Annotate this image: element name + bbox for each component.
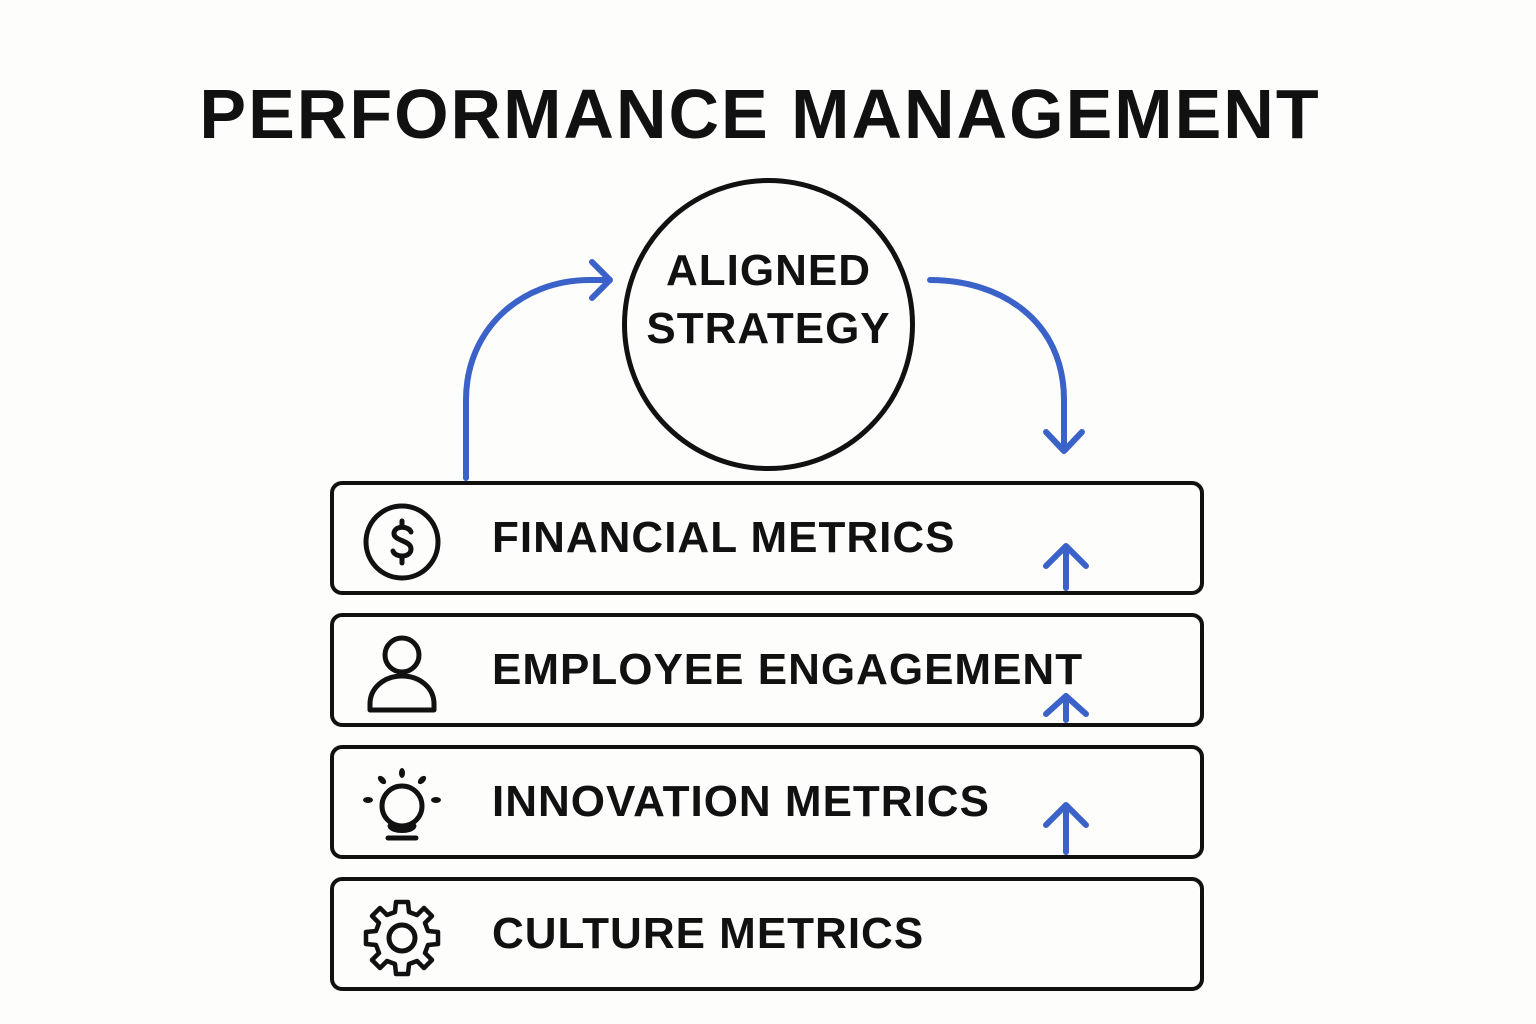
aligned-strategy-node: ALIGNED STRATEGY	[622, 178, 915, 471]
metric-label: FINANCIAL METRICS	[492, 513, 956, 562]
metric-box-financial: FINANCIAL METRICS	[330, 481, 1204, 595]
arrow-head-right-icon	[589, 259, 613, 301]
metric-box-culture: CULTURE METRICS	[330, 877, 1204, 991]
arrow-head-down-icon	[1043, 429, 1085, 454]
metric-label: EMPLOYEE ENGAGEMENT	[492, 645, 1084, 694]
metric-label: CULTURE METRICS	[492, 909, 925, 958]
arrow-from-strategy	[927, 277, 1067, 451]
arrow-to-strategy	[463, 277, 611, 481]
lightbulb-icon	[363, 768, 441, 841]
node-label-line1: ALIGNED	[666, 245, 871, 295]
metric-label: INNOVATION METRICS	[492, 777, 990, 826]
person-icon	[367, 635, 437, 713]
dollar-circle-icon	[363, 503, 441, 581]
metric-box-innovation: INNOVATION METRICS	[330, 745, 1204, 859]
metric-box-employee-engagement: EMPLOYEE ENGAGEMENT	[330, 613, 1204, 727]
node-label-line2: STRATEGY	[646, 303, 891, 353]
gear-icon	[363, 899, 441, 977]
page-title: PERFORMANCE MANAGEMENT	[199, 75, 1321, 153]
